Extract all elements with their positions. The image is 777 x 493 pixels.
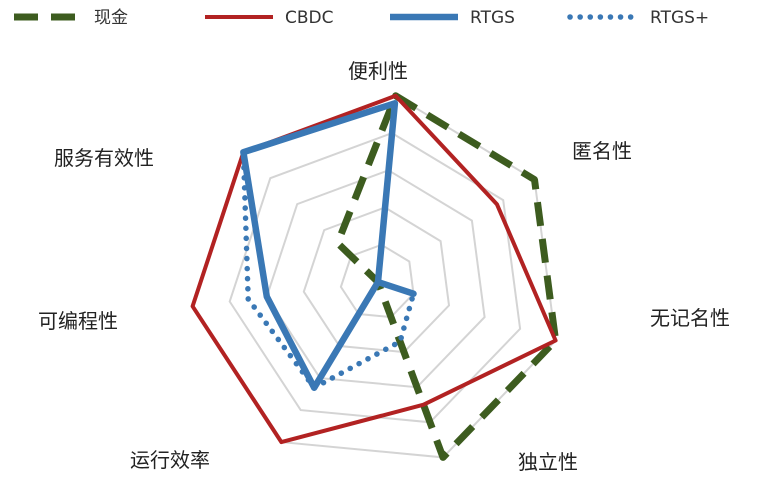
series-现金-line bbox=[334, 92, 560, 461]
series-rtgs-plus-line bbox=[240, 100, 417, 391]
axis-label-6: 可编程性 bbox=[38, 309, 118, 333]
axis-label-7: 服务有效性 bbox=[54, 146, 154, 170]
grid-ring-2 bbox=[302, 206, 451, 354]
legend-label-现金: 现金 bbox=[94, 8, 128, 28]
legend-label-rtgs: RTGS bbox=[470, 8, 515, 28]
axis-label-1: 便利性 bbox=[348, 59, 408, 83]
legend-label-cbdc: CBDC bbox=[285, 8, 334, 28]
series-rtgs-line bbox=[240, 100, 417, 391]
axis-label-5: 运行效率 bbox=[130, 448, 210, 472]
axis-label-2: 匿名性 bbox=[572, 139, 632, 163]
axis-label-3: 无记名性 bbox=[650, 306, 730, 330]
series-cbdc-line bbox=[190, 93, 558, 445]
grid-ring-3 bbox=[265, 169, 486, 389]
legend: 现金 CBDC RTGS RTGS+ bbox=[14, 8, 709, 28]
grid-ring-1 bbox=[339, 243, 415, 319]
legend-label-rtgs-plus: RTGS+ bbox=[650, 8, 709, 28]
radar-series bbox=[190, 92, 560, 461]
axis-label-4: 独立性 bbox=[518, 450, 578, 474]
